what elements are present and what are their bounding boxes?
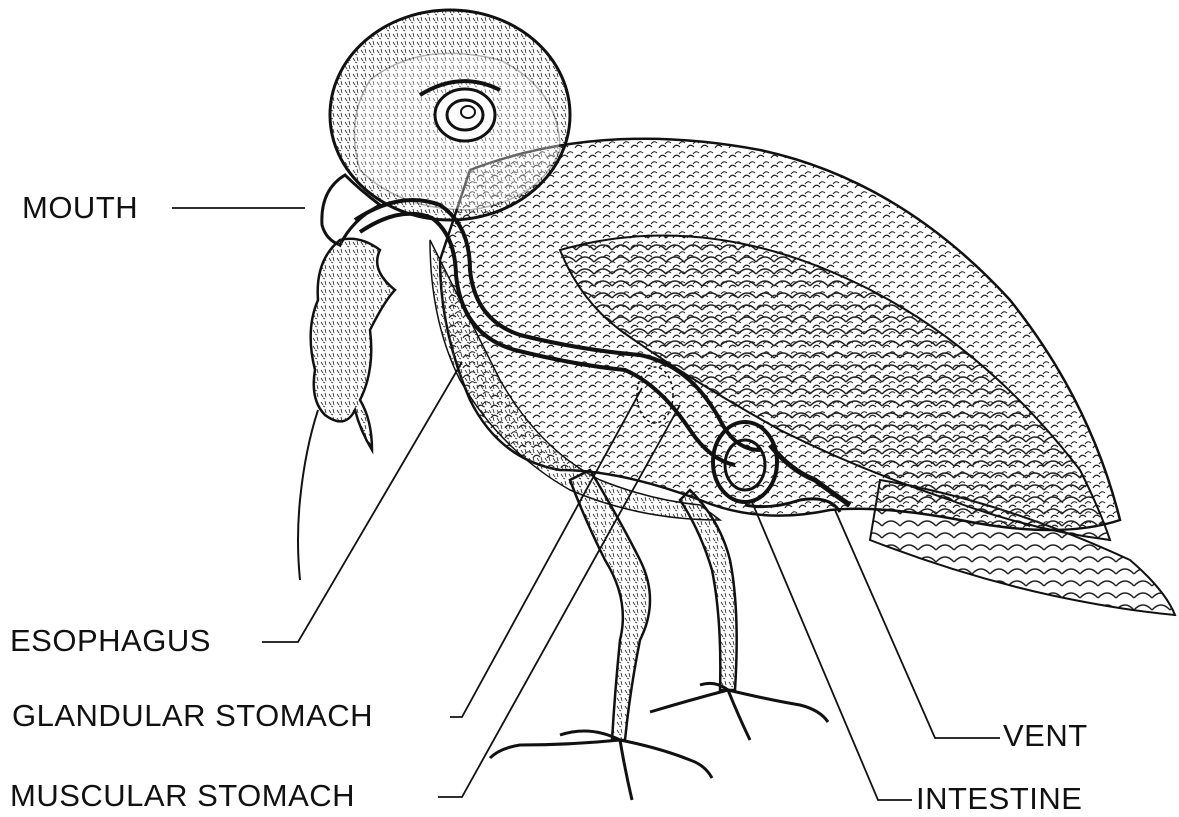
label-esophagus: ESOPHAGUS xyxy=(10,625,211,656)
mouse-tail xyxy=(298,410,318,580)
label-intestine: INTESTINE xyxy=(916,783,1082,814)
label-mouth: MOUTH xyxy=(22,192,138,223)
label-muscular-stomach: MUSCULAR STOMACH xyxy=(10,780,355,811)
label-vent: VENT xyxy=(1003,720,1088,751)
owl-feet xyxy=(490,683,828,800)
mouse-prey xyxy=(311,239,395,450)
label-glandular-stomach: GLANDULAR STOMACH xyxy=(12,700,373,731)
